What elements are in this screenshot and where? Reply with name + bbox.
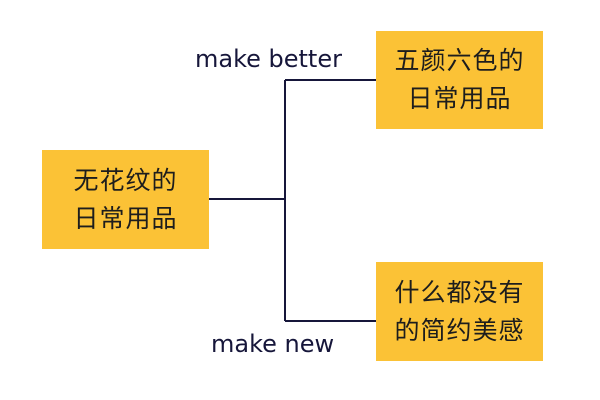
source-node-line-1: 无花纹的 [73, 165, 178, 195]
source-node-line-2: 日常用品 [73, 203, 178, 233]
source-node: 无花纹的 日常用品 [42, 150, 209, 249]
bottom-branch-node-line-1: 什么都没有 [394, 277, 525, 307]
bottom-branch-node: 什么都没有 的简约美感 [376, 262, 543, 361]
edge-label-make-new: make new [211, 330, 335, 358]
bottom-branch-node-line-2: 的简约美感 [394, 315, 525, 345]
top-branch-node-line-1: 五颜六色的 [394, 46, 525, 75]
top-branch-node: 五颜六色的 日常用品 [376, 31, 543, 129]
top-branch-node-line-2: 日常用品 [407, 84, 512, 113]
edge-label-make-better: make better [195, 45, 342, 73]
